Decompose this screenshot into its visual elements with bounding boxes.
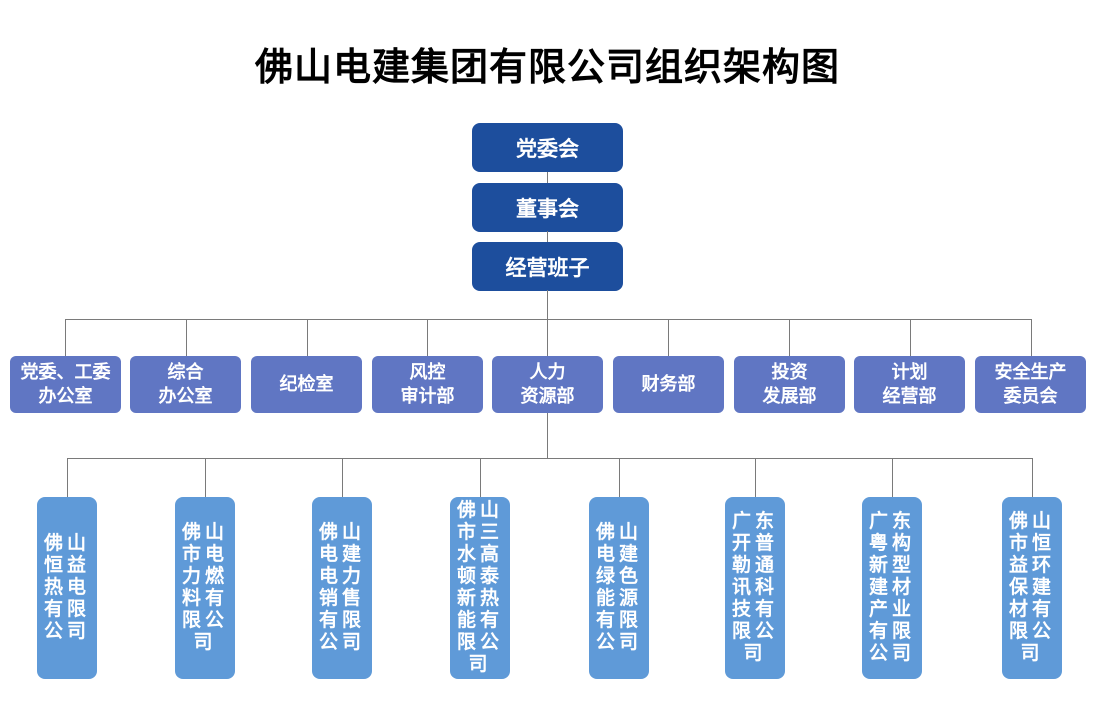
connector-drop	[67, 458, 68, 497]
dept-label: 计划 经营部	[882, 361, 937, 406]
dept-box-human-resources: 人力 资源部	[492, 356, 603, 413]
subsidiary-box-kepler-communication-tech: 广东开普勒通讯科技有限公司	[725, 497, 785, 679]
dept-label: 纪检室	[279, 373, 334, 394]
dept-label: 风控 审计部	[400, 361, 455, 406]
governance-box-management-team: 经营班子	[472, 242, 623, 291]
dept-box-general-office: 综合 办公室	[130, 356, 241, 413]
subsidiary-box-power-sales: 佛山电建电力销售有限公司	[312, 497, 372, 679]
dept-label: 财务部	[641, 373, 696, 394]
connector-drop	[668, 319, 669, 356]
connector-drop	[547, 319, 548, 356]
governance-label: 党委会	[516, 137, 579, 161]
dept-label: 综合 办公室	[158, 361, 213, 406]
connector-drop	[1032, 458, 1033, 497]
governance-box-board-of-directors: 董事会	[472, 183, 623, 232]
dept-label: 投资 发展部	[762, 361, 817, 406]
subsidiary-box-hengyi-thermal-power: 佛山恒益热电有限公司	[37, 497, 97, 679]
connector-hr-to-subsidiary-bus	[547, 413, 548, 458]
subsidiary-label: 广东粤构新型建材产业有限公司	[868, 511, 915, 664]
connector-drop	[1031, 319, 1032, 356]
dept-box-party-workcommittee-office: 党委、工委 办公室	[10, 356, 121, 413]
chart-title: 佛山电建集团有限公司组织架构图	[254, 47, 840, 89]
connector-subsidiary-bus	[67, 458, 1033, 459]
subsidiary-label: 广东开普勒通讯科技有限公司	[731, 511, 778, 664]
connector-party-to-board	[547, 172, 548, 183]
connector-drop	[910, 319, 911, 356]
subsidiary-box-electric-fuel: 佛山市电力燃料有限公司	[175, 497, 235, 679]
connector-drop	[65, 319, 66, 356]
subsidiary-box-green-energy: 佛山电建绿色能源有限公司	[589, 497, 649, 679]
connector-management-to-bus	[547, 290, 548, 319]
subsidiary-label: 佛山电建绿色能源有限公司	[595, 522, 642, 653]
connector-drop	[789, 319, 790, 356]
dept-box-investment-development: 投资 发展部	[734, 356, 845, 413]
dept-label: 安全生产 委员会	[994, 361, 1067, 406]
connector-drop	[427, 319, 428, 356]
governance-box-party-committee: 党委会	[472, 123, 623, 172]
subsidiary-label: 佛山市恒益环保建材有限公司	[1008, 511, 1055, 664]
governance-label: 经营班子	[505, 256, 590, 280]
dept-box-discipline-inspection: 纪检室	[251, 356, 362, 413]
subsidiary-label: 佛山电建电力销售有限公司	[318, 522, 365, 653]
subsidiary-box-sanshui-gaodutai-new-thermal: 佛山市三水高顿泰新热能有限公司	[450, 497, 510, 679]
dept-box-planning-operations: 计划 经营部	[854, 356, 965, 413]
connector-drop	[619, 458, 620, 497]
subsidiary-label: 佛山市三水高顿泰新热能有限公司	[456, 500, 503, 675]
governance-label: 董事会	[516, 197, 579, 221]
connector-department-bus	[65, 319, 1032, 320]
dept-box-risk-audit: 风控 审计部	[372, 356, 483, 413]
dept-box-finance: 财务部	[613, 356, 724, 413]
connector-board-to-management	[547, 231, 548, 242]
connector-drop	[307, 319, 308, 356]
connector-drop	[755, 458, 756, 497]
dept-label: 人力 资源部	[520, 361, 575, 406]
connector-drop	[186, 319, 187, 356]
connector-drop	[205, 458, 206, 497]
connector-drop	[342, 458, 343, 497]
connector-drop	[892, 458, 893, 497]
subsidiary-label: 佛山市电力燃料有限公司	[181, 522, 228, 653]
dept-label: 党委、工委 办公室	[20, 361, 111, 406]
subsidiary-box-hengyi-eco-building-materials: 佛山市恒益环保建材有限公司	[1002, 497, 1062, 679]
dept-box-safety-production-committee: 安全生产 委员会	[975, 356, 1086, 413]
subsidiary-label: 佛山恒益热电有限公司	[43, 533, 90, 642]
subsidiary-box-yuegou-new-building-materials: 广东粤构新型建材产业有限公司	[862, 497, 922, 679]
connector-drop	[480, 458, 481, 497]
